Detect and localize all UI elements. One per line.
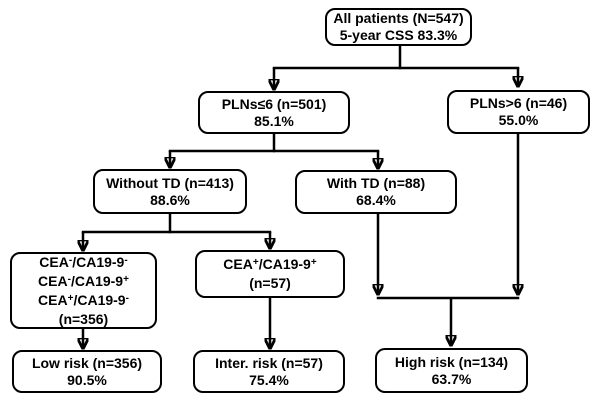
node-high-risk: High risk (n=134) 63.7% <box>375 348 528 393</box>
node-high-risk-title: High risk (n=134) <box>394 353 509 370</box>
ca199-sign: - <box>125 292 129 304</box>
ca199-label: /CA19-9 <box>73 291 126 308</box>
ca199-label: /CA19-9 <box>258 256 311 272</box>
node-with-td: With TD (n=88) 68.4% <box>295 170 457 214</box>
node-cea-mixed-line3: CEA+/CA19-9- <box>38 292 129 311</box>
node-plns-le6: PLNs≤6 (n=501) 85.1% <box>198 91 350 134</box>
cea-label: CEA <box>38 291 68 308</box>
cea-sign: - <box>67 273 71 285</box>
node-with-td-title: With TD (n=88) <box>326 175 426 191</box>
node-cea-mixed-line2: CEA-/CA19-9+ <box>38 273 129 292</box>
node-without-td-title: Without TD (n=413) <box>106 174 234 191</box>
node-all-patients-title: All patients (N=547) <box>333 10 464 26</box>
node-low-risk-title: Low risk (n=356) <box>31 354 143 371</box>
node-cea-mixed-line1: CEA-/CA19-9- <box>39 254 127 273</box>
node-low-risk-value: 90.5% <box>67 371 107 388</box>
node-plns-le6-title: PLNs≤6 (n=501) <box>221 95 327 112</box>
node-cea-double-pos: CEA+/CA19-9+ (n=57) <box>195 250 345 298</box>
ca199-label: /CA19-9 <box>72 253 125 270</box>
ca199-sign: + <box>123 273 129 285</box>
node-plns-gt6-title: PLNs>6 (n=46) <box>469 95 568 111</box>
ca199-sign: - <box>124 254 128 266</box>
cea-sign: + <box>67 292 74 304</box>
cea-sign: - <box>68 254 73 266</box>
node-with-td-value: 68.4% <box>356 192 396 208</box>
cea-label: CEA <box>39 253 69 270</box>
node-low-risk: Low risk (n=356) 90.5% <box>12 350 162 393</box>
node-without-td-value: 88.6% <box>150 191 190 208</box>
ca199-sign: + <box>310 257 317 268</box>
node-cea-mixed: CEA-/CA19-9- CEA-/CA19-9+ CEA+/CA19-9- (… <box>10 252 157 329</box>
node-plns-le6-value: 85.1% <box>254 112 294 129</box>
cea-label: CEA <box>223 256 253 272</box>
node-high-risk-value: 63.7% <box>431 370 472 387</box>
node-cea-double-pos-count: (n=57) <box>249 275 291 291</box>
node-cea-double-pos-title: CEA+/CA19-9+ <box>223 256 316 275</box>
node-cea-mixed-count: (n=356) <box>58 310 109 327</box>
node-all-patients: All patients (N=547) 5-year CSS 83.3% <box>325 8 472 46</box>
node-inter-risk-title: Inter. risk (n=57) <box>215 354 323 371</box>
node-without-td: Without TD (n=413) 88.6% <box>93 169 247 214</box>
node-inter-risk-value: 75.4% <box>249 371 289 388</box>
node-all-patients-value: 5-year CSS 83.3% <box>339 27 458 43</box>
cea-sign: + <box>252 257 259 268</box>
node-inter-risk: Inter. risk (n=57) 75.4% <box>193 350 345 393</box>
ca199-label: /CA19-9 <box>70 272 124 289</box>
node-plns-gt6: PLNs>6 (n=46) 55.0% <box>447 90 590 134</box>
node-plns-gt6-value: 55.0% <box>498 112 539 128</box>
cea-label: CEA <box>38 272 68 289</box>
